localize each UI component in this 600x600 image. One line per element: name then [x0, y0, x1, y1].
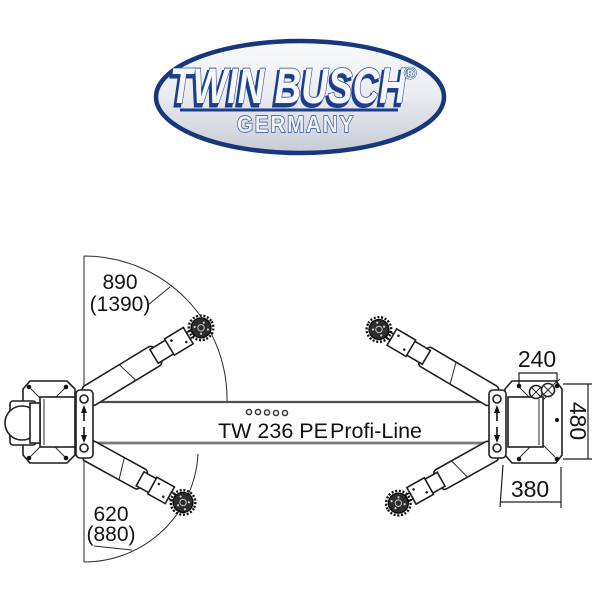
model-series: Profi-Line: [330, 419, 422, 443]
swing-range-long-arm: [83, 255, 228, 403]
svg-text:240: 240: [518, 346, 556, 372]
dimension-480: 480: [563, 383, 592, 460]
right-column: [488, 378, 563, 464]
mounting-dots: [245, 408, 289, 417]
dimension-240: 240: [518, 346, 558, 384]
svg-text:380: 380: [511, 476, 549, 502]
arm-short-left: [81, 440, 201, 521]
brand-text: TWIN BUSCH: [170, 58, 407, 114]
left-column-body: [39, 396, 76, 448]
swing-range-short-arm: [83, 453, 199, 563]
model-name: TW 236 PE: [218, 419, 328, 443]
arrow-down-icon: [494, 427, 500, 443]
arm-short-right: [380, 440, 500, 522]
svg-text:(1390): (1390): [90, 293, 151, 316]
svg-text:620: 620: [93, 503, 128, 526]
arrow-up-icon: [494, 405, 500, 421]
right-arm-bracket: [488, 389, 507, 459]
right-column-body: [507, 396, 544, 448]
hydraulic-ports: [528, 378, 561, 400]
left-arm-bracket: [75, 389, 94, 459]
floor-crossbeam: [93, 400, 489, 445]
left-column: [4, 380, 94, 464]
dimension-long-arm: 890 (1390): [90, 271, 151, 316]
registered-mark: ®: [404, 64, 417, 83]
arrow-up-icon: [81, 405, 87, 421]
leader-long-arm: [147, 286, 171, 306]
logo-ellipse: [153, 38, 447, 156]
dimension-short-arm: 620 (880): [86, 503, 135, 546]
model-label: TW 236 PE Profi-Line: [218, 419, 422, 443]
leader-short-arm: [93, 545, 133, 551]
arm-long-left: [81, 309, 220, 407]
svg-text:890: 890: [102, 271, 137, 294]
svg-text:480: 480: [565, 402, 591, 440]
arrow-down-icon: [81, 427, 87, 443]
arm-long-right: [360, 311, 500, 407]
twin-busch-logo: TWIN BUSCH TWIN BUSCH ® GERMANY: [153, 38, 447, 156]
dimension-380: 380: [499, 464, 562, 508]
country-text: GERMANY: [237, 111, 355, 137]
svg-text:(880): (880): [86, 523, 135, 546]
